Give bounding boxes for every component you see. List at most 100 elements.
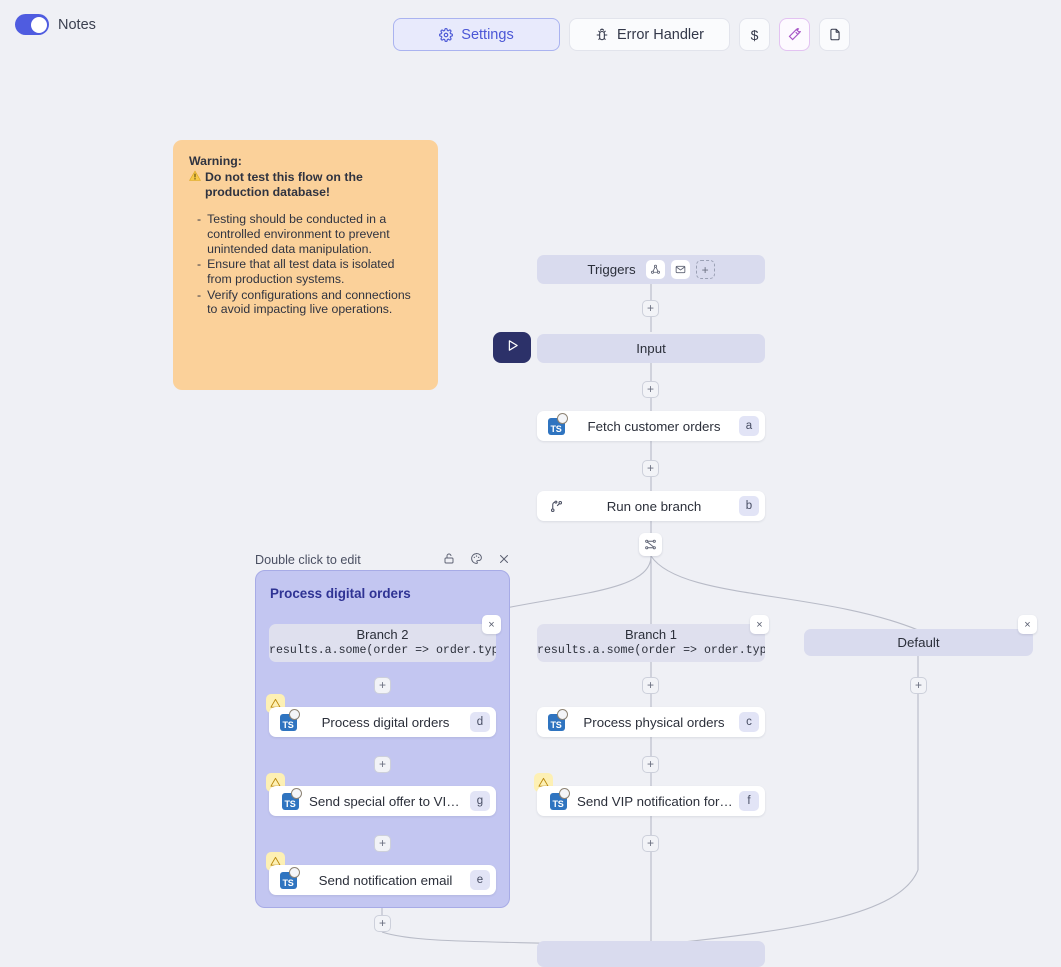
node-badge: d [470, 712, 490, 732]
remove-branch-button[interactable]: × [1018, 615, 1037, 634]
magic-button[interactable] [779, 18, 810, 51]
lock-icon[interactable] [443, 552, 455, 568]
bullet-text: Ensure that all test data is isolated fr… [207, 257, 395, 286]
remove-branch-button[interactable]: × [750, 615, 769, 634]
notes-toggle-label: Notes [58, 16, 96, 33]
play-icon [505, 338, 520, 358]
node-process-digital-orders[interactable]: TS Process digital orders d [269, 707, 496, 737]
typescript-icon: TS [277, 787, 303, 810]
notes-toggle[interactable]: Notes [15, 14, 96, 35]
list-item: - Verify configurations and connections … [189, 288, 422, 317]
add-step-button[interactable]: + [374, 835, 391, 852]
palette-icon[interactable] [470, 552, 483, 568]
notes-switch[interactable] [15, 14, 49, 35]
branch-title: Default [897, 635, 940, 650]
typescript-icon: TS [543, 412, 569, 435]
warning-icon [189, 170, 201, 185]
toolbar-buttons: Settings Error Handler $ [393, 18, 850, 51]
note-headline: Do not test this flow on the production … [205, 170, 363, 200]
group-process-digital-orders[interactable] [255, 570, 510, 908]
file-icon [828, 27, 842, 42]
cost-button[interactable]: $ [739, 18, 770, 51]
typescript-icon: TS [543, 708, 569, 731]
group-hint-label: Double click to edit [255, 553, 361, 567]
input-node[interactable]: Input [537, 334, 765, 363]
note-bullet-list: - Testing should be conducted in a contr… [189, 212, 422, 316]
add-step-button[interactable]: + [642, 756, 659, 773]
add-trigger-button[interactable]: + [695, 260, 715, 279]
group-title: Process digital orders [270, 586, 411, 601]
node-process-physical-orders[interactable]: TS Process physical orders c [537, 707, 765, 737]
bullet-text: Verify configurations and connections to… [207, 287, 411, 317]
branch-pill-branch-1[interactable]: Branch 1 results.a.some(order => order.t… [537, 624, 765, 662]
error-handler-button[interactable]: Error Handler [569, 18, 730, 51]
warning-note-card[interactable]: Warning: Do not test this flow on the pr… [173, 140, 438, 390]
gear-icon [439, 27, 454, 42]
node-send-special-offer[interactable]: TS Send special offer to VIP digital c..… [269, 786, 496, 816]
run-flow-button[interactable] [493, 332, 531, 363]
branch-title: Branch 1 [624, 627, 678, 642]
list-item: - Ensure that all test data is isolated … [189, 257, 422, 286]
node-fetch-customer-orders[interactable]: TS Fetch customer orders a [537, 411, 765, 441]
input-label: Input [636, 341, 666, 356]
typescript-icon: TS [545, 787, 571, 810]
email-icon[interactable] [670, 260, 690, 279]
node-send-vip-notification[interactable]: TS Send VIP notification for physical...… [537, 786, 765, 816]
node-run-one-branch[interactable]: Run one branch b [537, 491, 765, 521]
connector-edges [381, 284, 919, 947]
add-step-button[interactable]: + [910, 677, 927, 694]
branch-condition: results.a.some(order => order.type [537, 644, 765, 657]
node-label: Run one branch [606, 498, 702, 514]
switch-knob [30, 16, 47, 33]
typescript-icon: TS [275, 866, 301, 889]
group-header: Double click to edit [255, 552, 510, 568]
add-step-button[interactable]: + [374, 915, 391, 932]
add-step-button[interactable]: + [642, 300, 659, 317]
node-send-notification-email[interactable]: TS Send notification email e [269, 865, 496, 895]
node-label: Process physical orders [583, 714, 725, 730]
branch-pill-default[interactable]: Default [804, 629, 1033, 656]
top-toolbar: Notes Settings Erro [0, 0, 1061, 70]
node-badge: g [470, 791, 490, 811]
node-badge: f [739, 791, 759, 811]
node-label: Send special offer to VIP digital c... [309, 793, 470, 809]
remove-branch-button[interactable]: × [482, 615, 501, 634]
add-step-button[interactable]: + [642, 835, 659, 852]
list-item: - Testing should be conducted in a contr… [189, 212, 422, 256]
node-label: Send notification email [318, 872, 453, 888]
add-step-button[interactable]: + [374, 756, 391, 773]
node-badge: c [739, 712, 759, 732]
document-button[interactable] [819, 18, 850, 51]
bug-icon [595, 28, 609, 42]
node-badge: b [739, 496, 759, 516]
node-label: Process digital orders [321, 714, 450, 730]
branch-icon [543, 499, 569, 514]
error-handler-button-label: Error Handler [616, 26, 705, 43]
merge-target-node[interactable] [537, 941, 765, 967]
settings-button[interactable]: Settings [393, 18, 560, 51]
triggers-node[interactable]: Triggers + [537, 255, 765, 284]
webhook-icon[interactable] [645, 260, 665, 279]
bullet-marker: - [197, 257, 202, 272]
dollar-icon: $ [750, 26, 759, 43]
add-step-button[interactable]: + [642, 677, 659, 694]
split-merge-icon[interactable] [639, 533, 662, 556]
branch-condition: results.a.some(order => order.type [269, 644, 496, 657]
settings-button-label: Settings [461, 26, 514, 43]
node-label: Send VIP notification for physical... [577, 793, 739, 809]
node-badge: a [739, 416, 759, 436]
add-step-button[interactable]: + [374, 677, 391, 694]
bullet-marker: - [197, 287, 202, 302]
node-label: Fetch customer orders [587, 418, 721, 434]
branch-pill-branch-2[interactable]: Branch 2 results.a.some(order => order.t… [269, 624, 496, 662]
add-step-button[interactable]: + [642, 460, 659, 477]
bullet-marker: - [197, 212, 202, 227]
close-icon[interactable] [498, 553, 510, 568]
typescript-icon: TS [275, 708, 301, 731]
magic-wand-icon [787, 27, 802, 42]
add-step-button[interactable]: + [642, 381, 659, 398]
branch-title: Branch 2 [356, 627, 409, 642]
note-title: Warning: [189, 154, 242, 168]
node-badge: e [470, 870, 490, 890]
